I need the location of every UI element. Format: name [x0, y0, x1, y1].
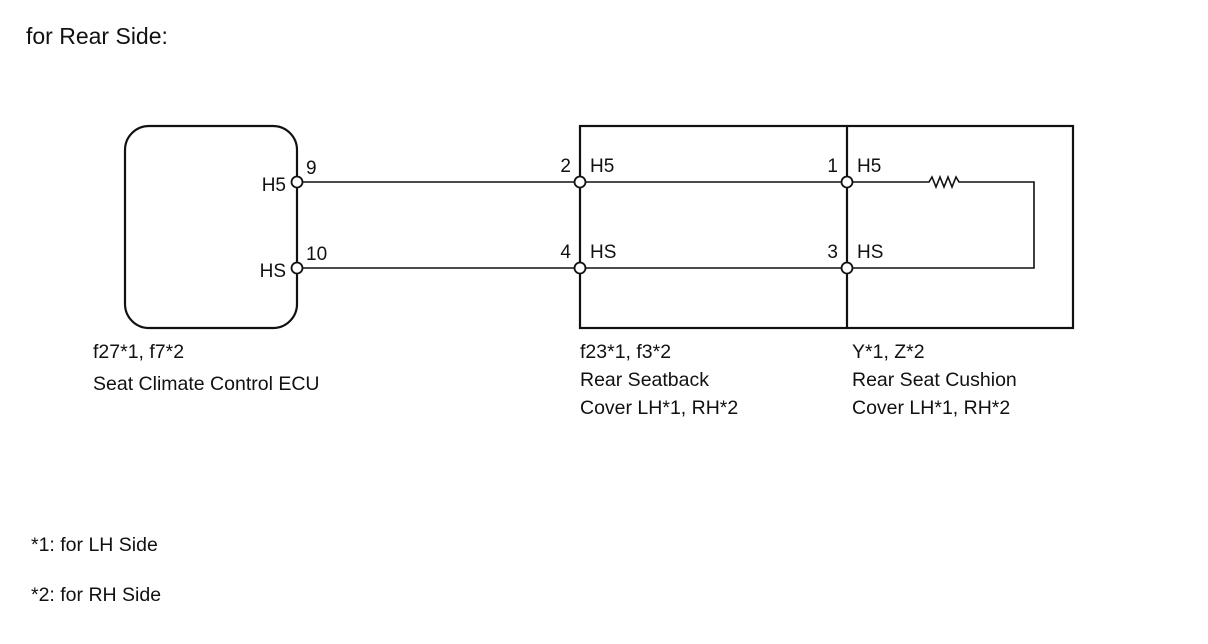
cushion-name-line2: Cover LH*1, RH*2 — [852, 397, 1010, 419]
cushion-connector-label: Y*1, Z*2 — [852, 341, 925, 363]
seatback-terminal-hs — [573, 261, 587, 275]
seat-cover-box — [578, 124, 1075, 330]
ecu-pin-9: 9 — [306, 158, 317, 179]
ecu-box — [123, 124, 299, 330]
ecu-name-label: Seat Climate Control ECU — [93, 373, 320, 395]
cushion-terminal-hs — [840, 261, 854, 275]
seatback-signal-h5: H5 — [590, 156, 614, 177]
seatback-pin-2: 2 — [560, 156, 571, 177]
seatback-terminal-h5 — [573, 175, 587, 189]
ecu-pin-10: 10 — [306, 244, 327, 265]
cushion-pin-3: 3 — [827, 242, 838, 263]
ecu-signal-h5: H5 — [262, 175, 286, 196]
seatback-name-line1: Rear Seatback — [580, 369, 709, 391]
cushion-name-line1: Rear Seat Cushion — [852, 369, 1017, 391]
seatback-connector-label: f23*1, f3*2 — [580, 341, 671, 363]
seatback-pin-4: 4 — [560, 242, 571, 263]
ecu-terminal-hs — [290, 261, 304, 275]
cushion-signal-hs: HS — [857, 242, 883, 263]
ecu-signal-hs: HS — [260, 261, 286, 282]
seatback-name-line2: Cover LH*1, RH*2 — [580, 397, 738, 419]
ecu-connector-label: f27*1, f7*2 — [93, 341, 184, 363]
footnote-lh: *1: for LH Side — [31, 534, 158, 556]
heater-resistor — [847, 174, 1035, 269]
footnote-rh: *2: for RH Side — [31, 584, 161, 606]
ecu-terminal-h5 — [290, 175, 304, 189]
diagram-title: for Rear Side: — [26, 23, 168, 49]
cushion-pin-1: 1 — [827, 156, 838, 177]
cushion-terminal-h5 — [840, 175, 854, 189]
cushion-signal-h5: H5 — [857, 156, 881, 177]
seatback-signal-hs: HS — [590, 242, 616, 263]
